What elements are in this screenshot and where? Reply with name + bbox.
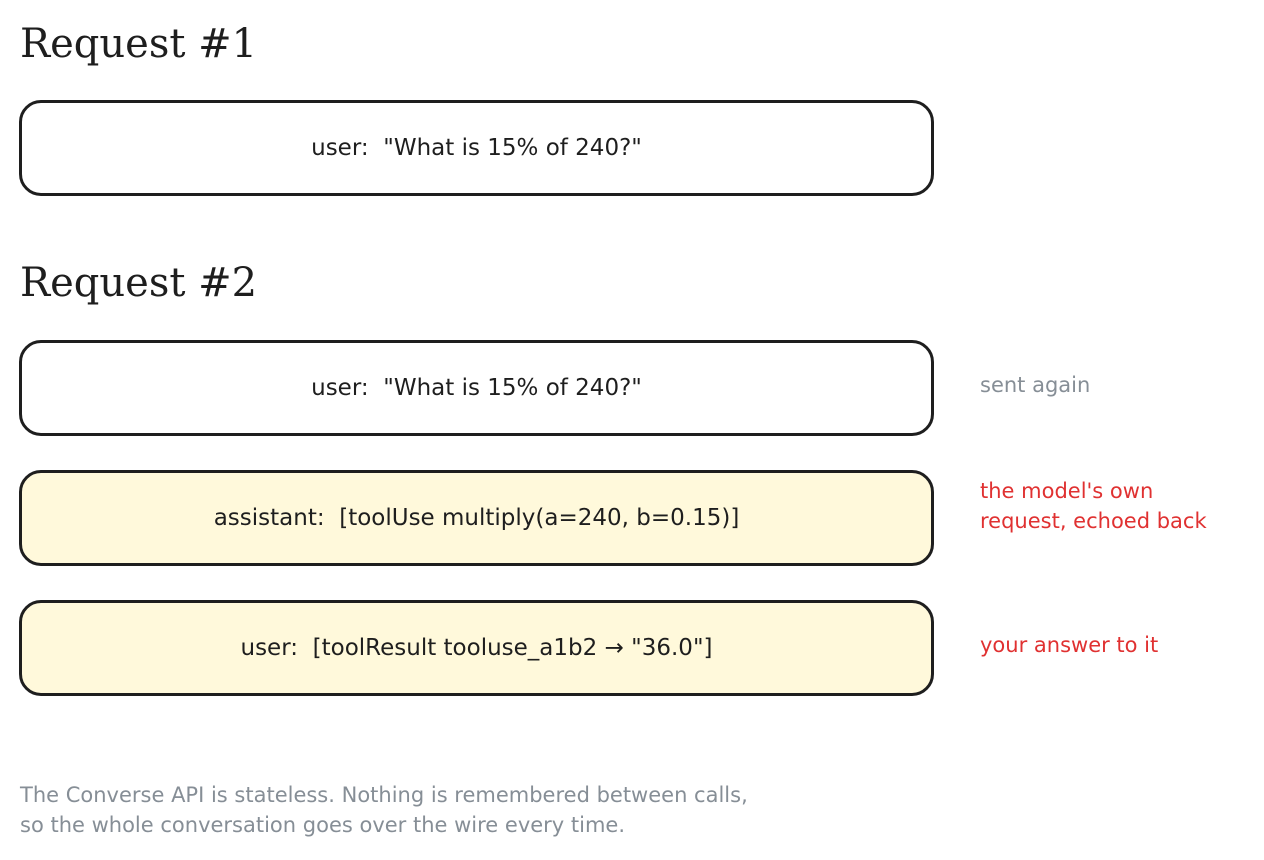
request-2-user-tool-result: user: [toolResult tooluse_a1b2 → "36.0"] xyxy=(19,600,934,696)
note-line: request, echoed back xyxy=(980,509,1207,533)
message-text: assistant: [toolUse multiply(a=240, b=0.… xyxy=(213,505,740,531)
footer-line: The Converse API is stateless. Nothing i… xyxy=(20,783,748,807)
message-text: user: "What is 15% of 240?" xyxy=(311,135,642,161)
note-line: the model's own xyxy=(980,479,1154,503)
sent-again-note: sent again xyxy=(980,373,1091,397)
request-1-user-message: user: "What is 15% of 240?" xyxy=(19,100,934,196)
message-text: user: "What is 15% of 240?" xyxy=(311,375,642,401)
echoed-back-note: the model's own request, echoed back xyxy=(980,476,1207,536)
request-1-heading: Request #1 xyxy=(20,21,258,67)
message-text: user: [toolResult tooluse_a1b2 → "36.0"] xyxy=(240,635,713,661)
request-2-heading: Request #2 xyxy=(20,260,258,306)
footer-line: so the whole conversation goes over the … xyxy=(20,813,626,837)
request-2-user-message: user: "What is 15% of 240?" xyxy=(19,340,934,436)
footer-caption: The Converse API is stateless. Nothing i… xyxy=(20,780,920,840)
request-2-assistant-tool-use: assistant: [toolUse multiply(a=240, b=0.… xyxy=(19,470,934,566)
your-answer-note: your answer to it xyxy=(980,633,1159,657)
